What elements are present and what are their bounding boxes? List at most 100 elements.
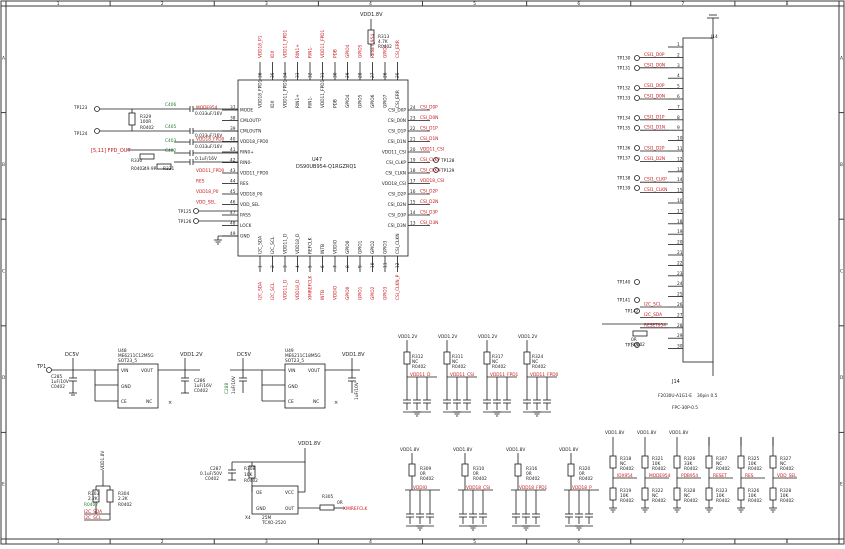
testpoint-marker	[634, 115, 640, 121]
pin-number: 6	[677, 94, 680, 100]
pin-number: 20	[677, 240, 683, 246]
c285-pkg: C0402	[51, 384, 65, 390]
net-label: VDD11_FPD0	[196, 168, 225, 174]
testpoint-label: TP143	[624, 343, 639, 349]
reg1-ref: U48	[118, 348, 127, 354]
pin-name: CSI_CLKP	[386, 160, 406, 166]
reg2-gnd: GND	[288, 384, 299, 390]
pin-name: CSI_CLKN	[395, 233, 401, 254]
j14-ref-top: J14	[710, 34, 718, 40]
pin-number: 21	[410, 137, 416, 143]
resistor-ref: R325	[748, 456, 759, 462]
pin-number: 19	[677, 229, 683, 235]
reg2-ce: CE	[288, 399, 294, 405]
fpd-frontend: TP123 TP124 R329 100R R0402 C406 0.033uF…	[73, 102, 455, 225]
r330-ref: R330	[131, 158, 142, 164]
pin-name: VDD11_FPD1	[283, 79, 289, 108]
resistor-pkg: R0402	[526, 476, 540, 482]
pin-number: 3	[677, 63, 680, 69]
c285-val: 1uF/10V	[51, 379, 69, 385]
j14-pins: 12CSI1_D0P3CSI1_D0N45CSI1_D0P6CSI1_D0N78…	[602, 42, 683, 350]
regulator-1v2: TP1 DC5V C285 1uF/10V C0402 VIN VOUT GND…	[36, 348, 212, 409]
pin-name: REFCLK	[308, 237, 314, 254]
pin-number: 4	[295, 265, 301, 268]
resistor-val: NC	[716, 461, 722, 467]
zone-col-top: 7	[681, 1, 684, 7]
resistor	[641, 487, 649, 501]
fpd-out-net: [5,11] FPD_OUT	[91, 148, 131, 154]
net-label: VDD11_CSI	[420, 147, 444, 153]
pin-number: 18	[410, 168, 416, 174]
net-label: CSI_D1P	[420, 126, 438, 132]
pin-number: 17	[677, 208, 683, 214]
pin-name: GPIO7	[383, 94, 389, 108]
reg2-ref: U49	[285, 348, 294, 354]
tp128-label: TP128	[440, 158, 455, 164]
c403-val: 0.033uF/16V	[195, 144, 222, 150]
osc-gnd: GND	[256, 506, 267, 512]
zone-row-left: C	[2, 269, 5, 275]
pin-name: GPIO3	[383, 240, 389, 254]
i2c-rail: VDD1.8V	[100, 451, 106, 470]
resistor	[514, 463, 522, 477]
pin-name: I2C_SCL	[270, 236, 276, 254]
testpoint-marker	[634, 342, 640, 348]
pin-name: CMLOUTP	[240, 118, 261, 124]
net-label: VDD11_FPD1	[490, 372, 519, 378]
pin-number: 20	[410, 147, 416, 153]
net-label: VDD11_D	[283, 279, 289, 300]
zone-col-bottom: 2	[161, 539, 164, 545]
pin-number: 33	[295, 72, 301, 78]
r305-ref: R305	[322, 494, 333, 500]
pin-number: 24	[677, 281, 683, 287]
j14-connector: J14 J14 F2030U-A1G1-E 30pin 0.5 FPC-30P-…	[658, 14, 719, 411]
resistor	[705, 455, 713, 469]
zone-col-bottom: 1	[57, 539, 60, 545]
net-label: XMIREFCLK	[308, 276, 314, 300]
resistor-val: NC	[452, 359, 458, 365]
resistor-pkg: R0402	[748, 498, 762, 504]
resistor-ref: R312	[412, 354, 423, 360]
r304-ref: R304	[118, 491, 129, 497]
reg2-part: ME6211C18M5G	[285, 353, 321, 359]
testpoint-label: TP142	[624, 309, 639, 315]
i2c-sda-net: I2C_SDA	[84, 509, 102, 515]
testpoint-marker	[634, 175, 640, 181]
pin-number: 15	[677, 188, 683, 194]
pin-number: 22	[677, 260, 683, 266]
decoupling-1v8: VDD1.8VR3090RR0402VDDIOVDD1.8VR3100RR040…	[400, 447, 599, 531]
pin-number: 39	[230, 126, 236, 132]
net-label: CSI1_D0N	[644, 62, 665, 68]
osc-part: TCXO-2520	[261, 520, 286, 526]
net-label: GPIO5	[358, 44, 364, 58]
reset-resistor-pkg: R0402	[631, 342, 645, 348]
testpoint-marker	[634, 95, 640, 101]
net-label: CSI_D3P	[420, 210, 438, 216]
net-label: GPIO1	[358, 286, 364, 300]
u47-bottom-pins: 1I2C_SDAI2C_SDA2I2C_SCLI2C_SCL3VDD11_DVD…	[214, 233, 401, 300]
testpoint-marker	[634, 65, 640, 71]
r330-val: 49.9R	[144, 166, 157, 172]
pin-number: 22	[410, 126, 416, 132]
testpoint-label: TP135	[616, 126, 631, 132]
pin-number: 14	[410, 210, 416, 216]
tp124-label: TP124	[73, 131, 88, 137]
tp124-marker	[94, 128, 100, 134]
pin-number: 44	[230, 179, 236, 185]
net-label: CSI_D2N	[420, 199, 438, 205]
zone-row-right: D	[840, 375, 844, 381]
pin-number: 16	[410, 189, 416, 195]
net-label: VDD_SEL	[196, 200, 216, 206]
resistor	[461, 463, 469, 477]
regulator-1v8: DC5V C288 1uF/10V VIN VOUT GND CE NC U49…	[224, 348, 365, 409]
pin-name: GPIO6	[370, 94, 376, 108]
pin-number: 15	[410, 200, 416, 206]
c289-val: 1uF/10V	[354, 382, 360, 400]
pin-number: 26	[383, 72, 389, 78]
resistor-val: 10K	[748, 493, 756, 499]
c286-ref: C286	[194, 378, 205, 384]
net-label: VDD18_P1	[258, 35, 264, 58]
i2c-scl-net: I2C_SCL	[84, 515, 102, 521]
reg2-vout: VOUT	[308, 368, 320, 374]
reg2-dc5v: DC5V	[237, 352, 252, 358]
